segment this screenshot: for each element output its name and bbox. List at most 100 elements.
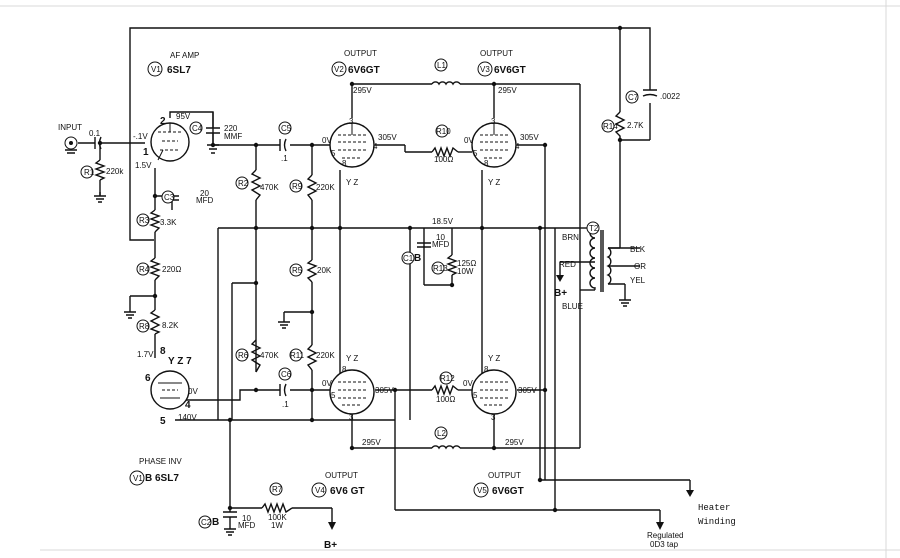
v1b-pin4: 4: [185, 400, 191, 411]
r7-id: R7: [272, 485, 283, 494]
output-title-v3: OUTPUT: [480, 49, 513, 58]
arrow-down-icon: [556, 275, 564, 282]
v3-plate-voltage: 295V: [498, 86, 517, 95]
resistor-r11: [306, 344, 318, 371]
v2-pin4: 4: [373, 142, 378, 151]
capacitor-input: [94, 136, 102, 150]
v1b-pins-yz7: Y Z 7: [168, 356, 192, 367]
r4-value: 220Ω: [162, 265, 181, 274]
r11-value: 220K: [316, 351, 335, 360]
v3-type: 6V6GT: [494, 65, 526, 76]
v4-pin5: 5: [331, 391, 336, 400]
resistor-r1: [94, 159, 106, 181]
resistor-r3: [149, 209, 161, 233]
r10-id: R10: [436, 127, 451, 136]
inductors: [431, 81, 461, 450]
heater-label: Heater: [698, 503, 730, 513]
r13-watts: 10W: [457, 267, 474, 276]
r3-id: R3: [139, 216, 150, 225]
input-cap-value: 0.1: [89, 129, 101, 138]
arrow-down-icon: [686, 490, 694, 497]
r7-watts: 1W: [271, 521, 283, 530]
heater-winding: Winding: [698, 517, 736, 527]
resistor-r2: [250, 169, 262, 201]
v4-type: 6V6 GT: [330, 486, 364, 497]
r14-value: 2.7K: [627, 121, 644, 130]
c6-id: C6: [281, 370, 292, 379]
v4-screen-voltage: 305V: [375, 386, 394, 395]
v1b-pin5: 5: [160, 416, 166, 427]
tube-v4: [329, 369, 375, 415]
c2-value: 10: [242, 514, 251, 523]
r13-value: 125Ω: [457, 259, 476, 268]
bias-voltage: 18.5V: [432, 217, 454, 226]
c5-value: .1: [281, 154, 288, 163]
c2-id: C2: [201, 518, 212, 527]
capacitor-c7: [642, 89, 658, 97]
r4-id: R4: [139, 265, 150, 274]
v1-pin1: 1: [143, 147, 149, 158]
v5-pin8: 8: [484, 365, 489, 374]
r12-id: R12: [440, 374, 455, 383]
c5-id: C5: [281, 124, 292, 133]
v1b-id: V1: [133, 474, 143, 483]
inductor-l1: [431, 81, 461, 86]
resistor-r13: [446, 254, 458, 276]
v3-screen-voltage: 305V: [520, 133, 539, 142]
r10-value: 100Ω: [434, 155, 453, 164]
c4-value: 220: [224, 124, 238, 133]
c6-value: .1: [282, 400, 289, 409]
v5-id: V5: [477, 486, 487, 495]
transformer-t2: [589, 227, 612, 292]
c7-id: C7: [628, 93, 639, 102]
r5-value: 20K: [317, 266, 332, 275]
v5-plate-voltage: 295V: [505, 438, 524, 447]
v1-plate-voltage: 95V: [176, 112, 191, 121]
ground-symbols: [94, 144, 631, 536]
t2-lead-blk: BLK: [630, 245, 646, 254]
v2-type: 6V6GT: [348, 65, 380, 76]
resistors: [94, 111, 626, 514]
ground-icon: [619, 299, 631, 307]
bplus-bottom: B+: [324, 540, 337, 551]
t2-lead-blue: BLUE: [562, 302, 583, 311]
r1-value: 220k: [106, 167, 124, 176]
arrow-down-icon: [328, 522, 336, 530]
af-amp-title: AF AMP: [170, 51, 199, 60]
ground-icon: [94, 192, 106, 203]
ground-icon: [124, 311, 136, 319]
ground-icon: [224, 517, 236, 536]
resistor-r12: [431, 384, 459, 396]
v1-id: V1: [151, 65, 161, 74]
v1-cathode-voltage: 1.5V: [135, 161, 152, 170]
v1b-type: B 6SL7: [145, 473, 179, 484]
l2-id: L2: [437, 429, 446, 438]
ground-icon: [278, 321, 290, 329]
r1-id: R1: [84, 168, 95, 177]
input-jack-icon: [64, 136, 78, 154]
c4-unit: MMF: [224, 132, 242, 141]
tube-v1a: [150, 122, 190, 162]
c1-section: B: [414, 253, 421, 264]
c3-id: C3: [164, 193, 175, 202]
output-title-v2: OUTPUT: [344, 49, 377, 58]
v1-grid-voltage: -.1V: [133, 132, 148, 141]
c2-unit: MFD: [238, 521, 256, 530]
capacitor-c1: [417, 242, 431, 248]
phase-inv-title: PHASE INV: [139, 457, 182, 466]
capacitor-c5: [279, 138, 287, 152]
r8-id: R8: [139, 322, 150, 331]
v4-pin8: 8: [342, 365, 347, 374]
v2-screen-voltage: 305V: [378, 133, 397, 142]
capacitor-c4: [206, 127, 220, 134]
v3-grid-voltage: 0V: [464, 136, 474, 145]
tube-v3: [471, 122, 517, 168]
v1b-pin6: 6: [145, 373, 151, 384]
v4-id: V4: [315, 486, 325, 495]
r5-id: R5: [292, 266, 303, 275]
id-circles: [80, 58, 639, 529]
regulated-label: Regulated: [647, 531, 683, 540]
v5-screen-voltage: 305V: [518, 386, 537, 395]
regulated-tap: 0D3 tap: [650, 540, 679, 549]
